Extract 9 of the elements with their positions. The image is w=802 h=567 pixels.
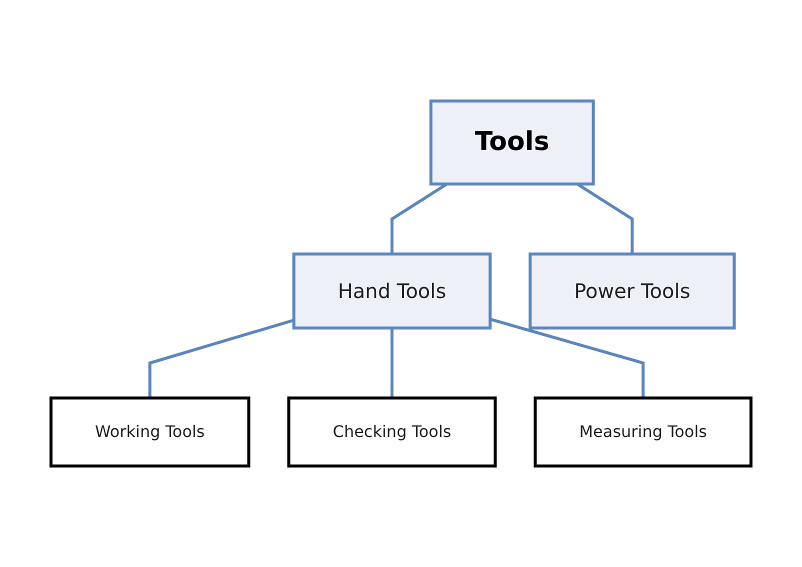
node-box: Measuring Tools — [534, 396, 752, 468]
node-box: Tools — [429, 100, 595, 186]
node-box: Hand Tools — [292, 252, 492, 330]
node-box: Checking Tools — [287, 396, 497, 468]
node-box: Power Tools — [528, 252, 736, 330]
connector — [390, 328, 394, 398]
connector — [490, 318, 645, 398]
node-box: Working Tools — [50, 396, 250, 468]
connector — [148, 318, 294, 398]
